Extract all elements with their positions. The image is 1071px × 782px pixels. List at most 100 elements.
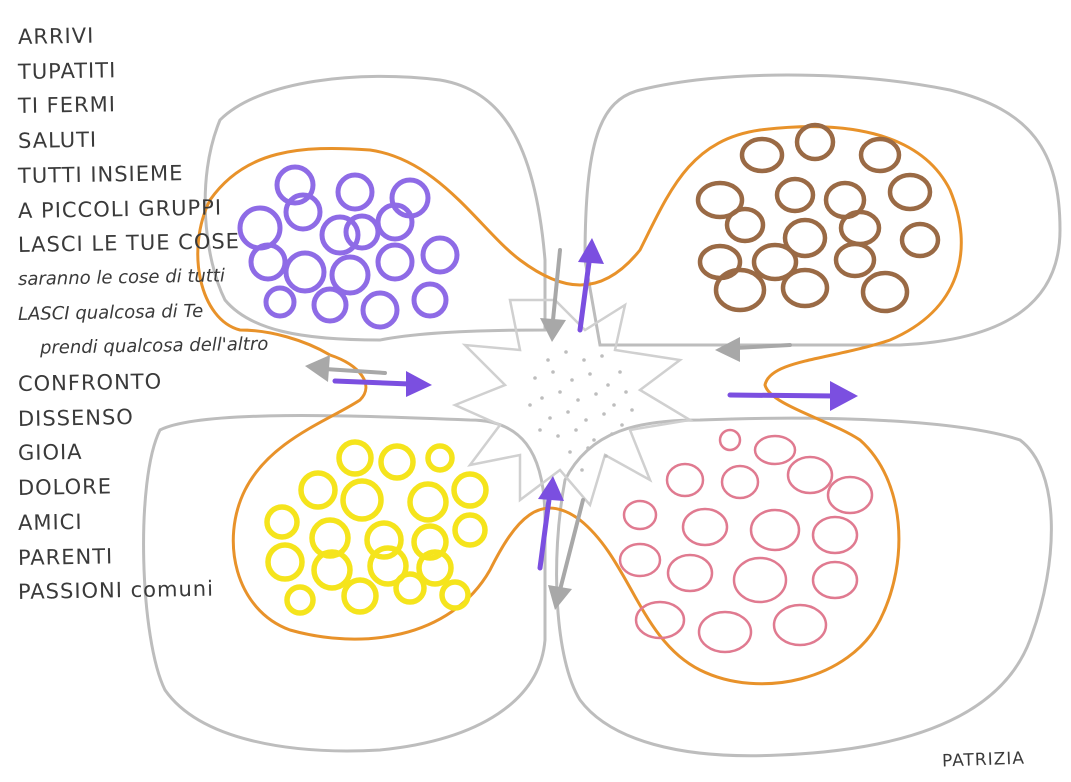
yellow-circle [301, 473, 335, 507]
word-tupatiti: TUPATITI [18, 50, 269, 89]
pink-circle [667, 464, 703, 496]
center-dot [620, 423, 624, 427]
center-dot [558, 390, 562, 394]
purple-circle [363, 293, 397, 327]
pink-circle [774, 605, 826, 645]
word-dolore: DOLORE [18, 467, 269, 506]
center-dot [580, 468, 584, 472]
pink-circle [813, 562, 857, 598]
center-dot [568, 450, 572, 454]
center-dot [556, 434, 560, 438]
brown-circle [716, 270, 764, 310]
word-arrivi: ARRIVI [18, 16, 269, 55]
yellow-circle [339, 442, 371, 474]
center-dot [570, 378, 574, 382]
word-amici: AMICI [18, 501, 269, 540]
brown-circle [841, 212, 879, 244]
yellow-circle [454, 474, 486, 506]
yellow-circle [287, 587, 313, 613]
word-list: ARRIVI TUPATITI TI FERMI SALUTI TUTTI IN… [18, 20, 268, 610]
gray-arrow-left-icon [305, 355, 385, 382]
pink-circle [828, 477, 872, 513]
pink-circle [813, 517, 857, 553]
brown-circle [727, 209, 763, 241]
yellow-circle [455, 515, 485, 545]
word-lasci-qualcosa-di-te: LASCI qualcosa di Te [18, 293, 269, 332]
purple-circle [414, 284, 446, 316]
brown-circle [861, 139, 899, 171]
center-dot [602, 412, 606, 416]
brown-circle [742, 139, 782, 171]
word-ti-fermi: TI FERMI [18, 85, 269, 124]
center-dot [610, 432, 614, 436]
pink-circle [720, 430, 740, 450]
purple-circle [338, 175, 372, 209]
yellow-circle [381, 446, 413, 478]
center-dot [564, 350, 568, 354]
pink-circle [683, 509, 727, 545]
word-saranno-le-cose-di-tutti: saranno le cose di tutti [18, 259, 269, 298]
purple-circle [266, 288, 294, 316]
pink-circle-group [620, 430, 872, 652]
brown-circle [797, 125, 833, 159]
pink-circle [734, 558, 786, 602]
word-parenti: PARENTI [18, 536, 269, 575]
center-dot [538, 428, 542, 432]
yellow-circle [442, 582, 468, 608]
brown-circle [902, 224, 938, 256]
center-dot [604, 454, 608, 458]
pink-circle [636, 602, 684, 638]
pink-circle [668, 555, 712, 591]
gray-arrow-left-right-icon [715, 337, 790, 362]
center-dot [618, 370, 622, 374]
center-dot [586, 446, 590, 450]
center-dot [576, 398, 580, 402]
center-dot [540, 396, 544, 400]
signature: PATRIZIA [942, 749, 1026, 772]
brown-circle [777, 179, 813, 211]
purple-arrow-right-far-icon [730, 381, 858, 411]
outer-petal-top-right [585, 75, 1060, 345]
yellow-circle [428, 446, 452, 470]
word-confronto: CONFRONTO [18, 363, 269, 402]
brown-circle [783, 270, 827, 306]
purple-circle [314, 289, 346, 321]
center-dot [584, 418, 588, 422]
center-dot [548, 416, 552, 420]
center-dot [624, 390, 628, 394]
word-prendi-qualcosa-dell-altro: prendi qualcosa dell'altro [18, 328, 269, 367]
yellow-circle-group [267, 442, 486, 613]
pink-circle [620, 544, 660, 576]
brown-circle [700, 246, 740, 278]
word-tutti-insieme: TUTTI INSIEME [18, 154, 269, 193]
center-dot [588, 372, 592, 376]
word-lasci-le-tue-cose: LASCI LE TUE COSE [18, 224, 269, 263]
pink-circle [699, 612, 751, 652]
center-dot [574, 428, 578, 432]
word-saluti: SALUTI [18, 120, 269, 159]
word-gioia: GIOIA [18, 432, 269, 471]
gray-arrow-down-bottom-icon [548, 500, 583, 610]
brown-circle [863, 273, 907, 311]
pink-circle [755, 436, 795, 464]
center-dot [600, 354, 604, 358]
center-dot [528, 403, 532, 407]
brown-circle-group [698, 125, 938, 311]
word-a-piccoli-gruppi: A PICCOLI GRUPPI [18, 189, 269, 228]
center-dot [592, 438, 596, 442]
center-dot [594, 392, 598, 396]
brown-circle [836, 244, 874, 276]
pink-circle [788, 457, 832, 493]
yellow-circle [343, 481, 381, 519]
purple-circle-group [240, 167, 457, 327]
yellow-circle [267, 507, 297, 537]
yellow-circle [396, 574, 424, 602]
center-dot [551, 370, 555, 374]
pink-circle [751, 510, 799, 550]
center-dot [566, 410, 570, 414]
brown-circle [890, 175, 930, 209]
center-dot [582, 358, 586, 362]
center-dot [630, 408, 634, 412]
word-passioni-comuni: PASSIONI comuni [18, 571, 269, 610]
yellow-circle [410, 484, 446, 520]
